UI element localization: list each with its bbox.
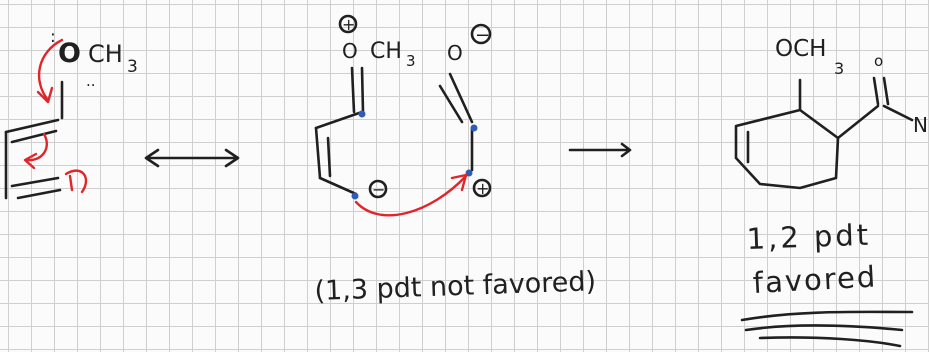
positive-charge-label: + <box>342 15 355 34</box>
product-ocH-label: OCH <box>775 36 826 62</box>
ring-double-bond-left <box>314 126 332 180</box>
positive-charge-circle <box>338 14 358 34</box>
carbonyl-double-bond <box>438 72 474 124</box>
arrowhead-3 <box>450 173 468 192</box>
left-group-ch-label: CH <box>370 39 402 64</box>
right-group-o-label: O <box>447 41 463 65</box>
ring-bond-top <box>314 110 364 130</box>
structure-3-product: OCH 3 o N <box>734 36 928 190</box>
cut-n-label: N <box>913 113 928 137</box>
product-side-bond <box>836 104 880 140</box>
reaction-arrow <box>568 142 632 158</box>
electron-dot-1 <box>358 110 366 118</box>
negative-charge-circle-ring <box>368 179 388 199</box>
lone-pair-label: : <box>50 27 56 47</box>
substituent-subscript: 3 <box>127 57 138 77</box>
favored-note-line1: 1,2 pdt <box>746 217 872 256</box>
electron-dot-2 <box>470 124 478 132</box>
double-bond-upper <box>4 118 60 144</box>
favored-note-line2: favored <box>752 259 879 300</box>
resonance-arrow <box>144 148 240 168</box>
left-group-subscript: 3 <box>406 52 416 70</box>
left-group-o-label: O <box>342 39 358 63</box>
ring-bond-bottom-left <box>318 176 358 196</box>
arrow-pi-shift <box>24 132 49 162</box>
substituent-ch-label: CH <box>88 40 123 68</box>
oxonium-double-bond <box>350 66 365 114</box>
negative-charge-top-label: − <box>475 25 490 46</box>
product-carbonyl <box>872 76 890 106</box>
arrow-pi-to-end <box>64 169 88 194</box>
substituent-o-label: O <box>58 38 81 69</box>
product-ring <box>734 108 840 190</box>
carbonyl-o-label: o <box>874 52 883 70</box>
structure-1-methoxy-diene: : O CH 3 .. <box>4 27 138 200</box>
electron-dot-4 <box>465 169 473 177</box>
lone-pair-dots-below: .. <box>86 72 96 90</box>
positive-charge-circle-ring <box>472 178 492 198</box>
double-bond-lower <box>10 176 62 200</box>
arrowhead-2 <box>23 152 38 170</box>
arrow-lone-pair-to-bond <box>37 38 64 102</box>
arrow-carbanion-to-cation <box>354 174 468 217</box>
product-subscript: 3 <box>834 59 844 78</box>
negative-charge-ring-label: − <box>372 180 385 199</box>
positive-charge-ring-label: + <box>476 179 489 198</box>
structure-2-resonance-form: + O CH 3 − O − + <box>314 14 492 217</box>
underline-scribble <box>740 310 914 348</box>
arrowhead-1 <box>36 86 54 104</box>
product-amide-bond <box>882 104 914 122</box>
negative-charge-circle-top <box>470 23 492 45</box>
electron-dot-3 <box>351 192 359 200</box>
